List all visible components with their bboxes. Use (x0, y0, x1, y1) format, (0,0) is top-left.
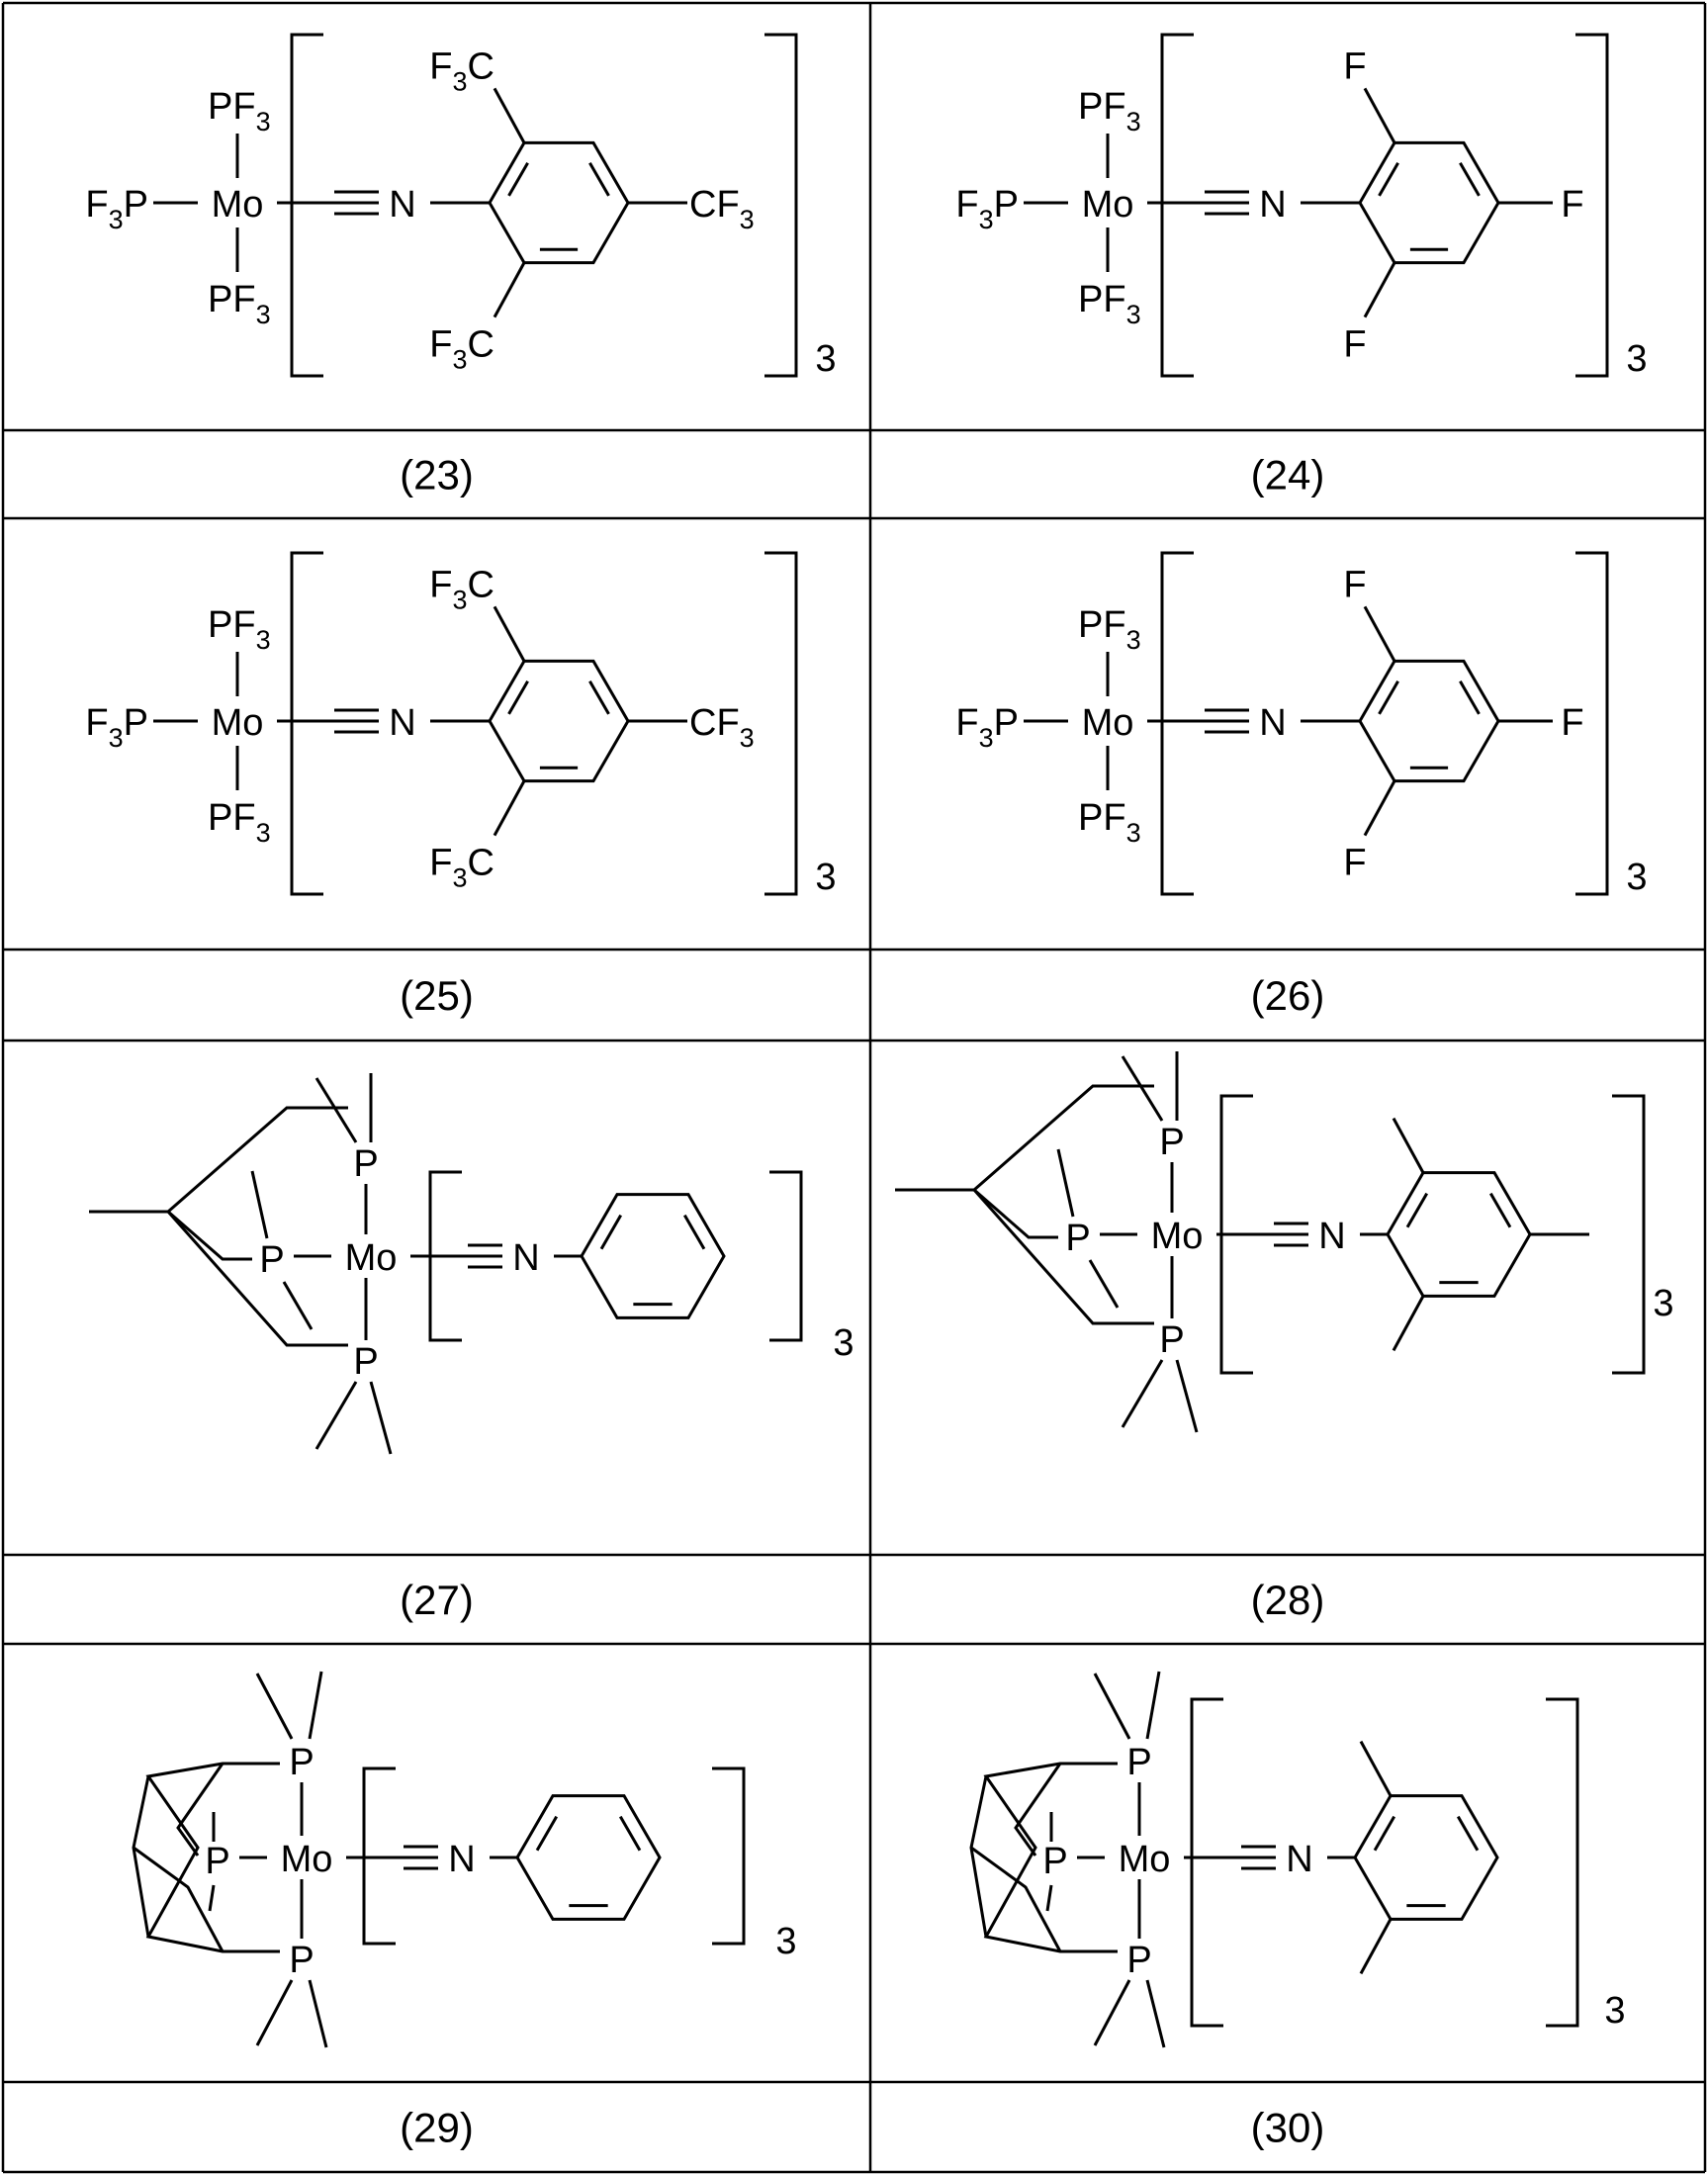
compound-number-label: (29) (400, 2105, 474, 2151)
phosphorus-atom-top: P (1126, 1742, 1151, 1783)
compound-number-label: (26) (1251, 972, 1325, 1019)
compound-number-label: (27) (400, 1577, 474, 1623)
structure-23: MoPF3PF3F3PNF3CF3CCF33 (85, 35, 836, 380)
cf3-substituent-para: CF3 (689, 184, 755, 234)
fluorine-substituent-bottom: F (1343, 843, 1366, 884)
pf3-ligand-top: PF3 (208, 86, 271, 136)
stoichiometry-subscript: 3 (1626, 338, 1647, 380)
phosphorus-atom-bottom: P (1159, 1319, 1184, 1361)
nitrogen-atom: N (448, 1839, 475, 1880)
stoichiometry-subscript: 3 (775, 1921, 796, 1962)
f3p-ligand-left: F3P (85, 184, 148, 234)
fluorine-substituent-para: F (1561, 184, 1583, 226)
phosphorus-atom-bottom: P (1126, 1940, 1151, 1981)
phosphorus-atom-middle: P (259, 1239, 284, 1281)
pf3-ligand-bottom: PF3 (1078, 279, 1141, 329)
molybdenum-atom: Mo (212, 184, 264, 226)
nitrogen-atom: N (1259, 184, 1286, 226)
stoichiometry-subscript: 3 (1653, 1283, 1673, 1324)
pf3-ligand-top: PF3 (208, 604, 271, 655)
structure-30: MoPPPN3 (971, 1672, 1626, 2047)
stoichiometry-subscript: 3 (1604, 1990, 1625, 2032)
molybdenum-atom: Mo (345, 1237, 398, 1279)
pf3-ligand-top: PF3 (1078, 604, 1141, 655)
structure-25: MoPF3PF3F3PNF3CF3CCF33 (85, 553, 836, 898)
structure-24: MoPF3PF3F3PNFFF3 (955, 35, 1647, 380)
nitrogen-atom: N (389, 702, 415, 744)
molybdenum-atom: Mo (212, 702, 264, 744)
fluorine-substituent-top: F (1343, 564, 1366, 605)
nitrogen-atom: N (512, 1237, 539, 1279)
pf3-ligand-bottom: PF3 (208, 279, 271, 329)
fluorine-substituent-para: F (1561, 702, 1583, 744)
phosphorus-atom-middle: P (205, 1841, 229, 1882)
stoichiometry-subscript: 3 (1626, 857, 1647, 898)
stoichiometry-subscript: 3 (833, 1322, 854, 1364)
phosphorus-atom-top: P (353, 1143, 378, 1185)
stoichiometry-subscript: 3 (815, 338, 836, 380)
phosphorus-atom-bottom: P (353, 1341, 378, 1383)
pf3-ligand-top: PF3 (1078, 86, 1141, 136)
phosphorus-atom-bottom: P (289, 1940, 314, 1981)
cf3-substituent-para: CF3 (689, 702, 755, 753)
fluorine-substituent-bottom: F (1343, 324, 1366, 366)
molybdenum-atom: Mo (1151, 1216, 1204, 1257)
molybdenum-atom: Mo (1082, 702, 1134, 744)
compound-number-label: (28) (1251, 1577, 1325, 1623)
molybdenum-atom: Mo (1119, 1839, 1171, 1880)
stoichiometry-subscript: 3 (815, 857, 836, 898)
phosphorus-atom-middle: P (1065, 1218, 1090, 1259)
cf3-substituent-bottom: F3C (429, 843, 494, 893)
cf3-substituent-top: F3C (429, 564, 494, 614)
compound-number-label: (30) (1251, 2105, 1325, 2151)
f3p-ligand-left: F3P (85, 702, 148, 753)
cf3-substituent-top: F3C (429, 45, 494, 96)
structure-26: MoPF3PF3F3PNFFF3 (955, 553, 1647, 898)
molybdenum-atom: Mo (281, 1839, 333, 1880)
structure-27: MoPPPN3 (89, 1073, 854, 1454)
pf3-ligand-bottom: PF3 (208, 797, 271, 848)
cf3-substituent-bottom: F3C (429, 324, 494, 375)
structure-28: MoPPPN3 (895, 1051, 1674, 1432)
f3p-ligand-left: F3P (955, 702, 1019, 753)
compound-number-label: (23) (400, 452, 474, 498)
f3p-ligand-left: F3P (955, 184, 1019, 234)
nitrogen-atom: N (389, 184, 415, 226)
phosphorus-atom-middle: P (1042, 1841, 1067, 1882)
structure-29: MoPPPN3 (134, 1672, 797, 2047)
pf3-ligand-bottom: PF3 (1078, 797, 1141, 848)
nitrogen-atom: N (1318, 1216, 1345, 1257)
fluorine-substituent-top: F (1343, 45, 1366, 87)
nitrogen-atom: N (1286, 1839, 1312, 1880)
nitrogen-atom: N (1259, 702, 1286, 744)
compound-number-label: (25) (400, 972, 474, 1019)
phosphorus-atom-top: P (1159, 1122, 1184, 1163)
molybdenum-atom: Mo (1082, 184, 1134, 226)
compound-number-label: (24) (1251, 452, 1325, 498)
phosphorus-atom-top: P (289, 1742, 314, 1783)
